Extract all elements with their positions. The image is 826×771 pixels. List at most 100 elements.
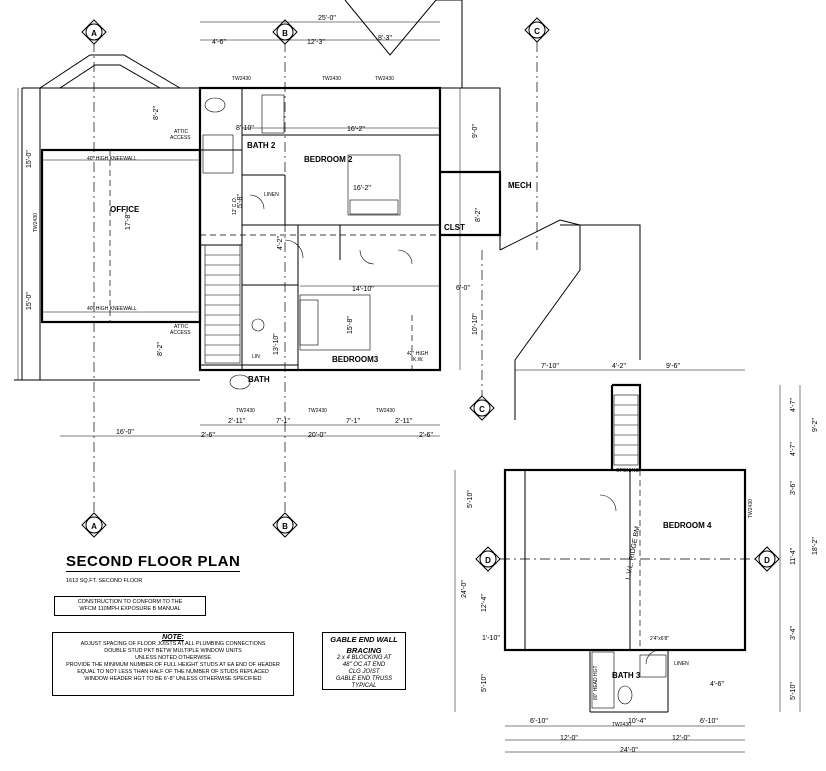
note-line: EQUAL TO NOT LESS THAN HALF OF THE NUMBE…	[77, 669, 269, 675]
dimension: 4'-6"	[212, 39, 226, 46]
gable-line: 48" OC AT END	[342, 662, 386, 668]
dimension: 6'-10"	[530, 718, 548, 725]
dimension: 15'-8"	[347, 316, 354, 334]
construction-note-line: WFCM 110MPH EXPOSURE B MANUAL	[79, 606, 181, 612]
dimension: 9'-6"	[666, 363, 680, 370]
dimension: 24'-0"	[461, 580, 468, 598]
dimension: 8'-2"	[475, 208, 482, 222]
annex-walls	[454, 369, 801, 753]
gable-heading: BRACING	[346, 646, 382, 655]
dimension: 13'-10"	[273, 333, 280, 355]
grid-label: D	[485, 556, 491, 565]
grid-label: C	[479, 405, 485, 414]
general-notes-box: NOTE: ADJUST SPACING OF FLOOR JOISTS AT …	[52, 632, 294, 696]
note-line: ADJUST SPACING OF FLOOR JOISTS AT ALL PL…	[80, 641, 266, 647]
dimension: 3'-4"	[790, 626, 797, 640]
room-label-bedroom-4: BEDROOM 4	[663, 521, 712, 530]
grid-lines	[93, 42, 770, 560]
window-label: TW2430	[308, 408, 327, 414]
grid-marker-b-top: B	[272, 19, 298, 45]
note-line: WINDOW HEADER HGT TO BE 6'-8" UNLESS OTH…	[84, 676, 262, 682]
dimension: 8'-10"	[236, 125, 254, 132]
dimension: 8'-2"	[153, 106, 160, 120]
dimension: 12'-3"	[307, 39, 325, 46]
room-label-bath: BATH	[248, 375, 270, 384]
room-label-lin: LIN	[252, 354, 260, 360]
grid-marker-a-top: A	[81, 19, 107, 45]
dimension: 4'-7"	[790, 398, 797, 412]
dimension: 5'-8"	[237, 194, 244, 208]
high-label: 42" HIGH	[407, 351, 429, 357]
dimension: 25'-0"	[318, 15, 336, 22]
grid-marker-d-left: D	[475, 546, 501, 572]
room-label-mech: MECH	[508, 181, 532, 190]
grid-marker-b-bottom: B	[272, 512, 298, 538]
dimension: 3'-6"	[790, 481, 797, 495]
dimension: 1'-10"	[482, 635, 500, 642]
dimension: 2'-6"	[201, 432, 215, 439]
grid-label: B	[282, 29, 288, 38]
dimension-lines	[17, 21, 461, 437]
dimension: 2'-11"	[228, 418, 246, 425]
dimension: 14'-10"	[352, 286, 374, 293]
grid-label: D	[764, 556, 770, 565]
dimension: 5'-10"	[481, 674, 488, 692]
attic-access-label: ACCESS	[170, 330, 191, 336]
room-label-bath-2: BATH 2	[247, 141, 276, 150]
dimension: 17'-8"	[125, 212, 132, 230]
note-line: PROVIDE THE MINIMUM NUMBER OF FULL HEIGH…	[66, 662, 280, 668]
room-label-bedroom-2: BEDROOM 2	[304, 155, 353, 164]
grid-marker-c-mid: C	[469, 395, 495, 421]
dimension: 2'-11"	[395, 418, 413, 425]
gable-heading: GABLE END WALL	[330, 635, 398, 644]
dimension: 16'-0"	[116, 429, 134, 436]
attic-access-label: ATTIC	[174, 129, 188, 135]
gable-line: 2 x 4 BLOCKING AT	[336, 655, 392, 661]
attic-access-label: ATTIC	[174, 324, 188, 330]
window-label: TW2430	[376, 408, 395, 414]
room-label-linen-4: LINEN	[674, 661, 689, 667]
dimension: 12'-0"	[560, 735, 578, 742]
gable-line: CLG JOIST	[348, 669, 380, 675]
drawing-title: SECOND FLOOR PLAN	[66, 553, 241, 572]
dimension: 15'-0"	[26, 150, 33, 168]
kneewall-label: 40" HIGH KNEEWALL	[87, 156, 137, 162]
main-floor-walls	[40, 86, 502, 390]
dimension: 20'-0"	[308, 432, 326, 439]
dimension: 7'-10"	[541, 363, 559, 370]
note-line: UNLESS NOTED OTHERWISE	[135, 655, 211, 661]
dimension: 6'-10"	[700, 718, 718, 725]
dimension: 11'-4"	[790, 547, 797, 565]
room-label-bedroom-3: BEDROOM3	[332, 355, 379, 364]
dimension: 7'-1"	[276, 418, 290, 425]
room-label-linen: LINEN	[264, 192, 279, 198]
dimension: 9'-2"	[812, 418, 819, 432]
dimension: 7'-1"	[346, 418, 360, 425]
attic-access-label: ACCESS	[170, 135, 191, 141]
grid-label: A	[91, 29, 97, 38]
window-label: TW2430	[612, 722, 631, 728]
window-label: TW2430	[236, 408, 255, 414]
dimension: 5'-10"	[790, 682, 797, 700]
notes-heading: NOTE:	[162, 634, 184, 641]
opening-label: OPENING	[616, 468, 639, 474]
ridge-beam-label: L.V.L. RIDGE BM	[625, 526, 641, 581]
dimension: 24'-0"	[620, 747, 638, 754]
window-label: TW2430	[322, 76, 341, 82]
dimension: 4'-2"	[612, 363, 626, 370]
ceiling-label: 12' C.O.	[232, 197, 238, 215]
dimension: 12'-4"	[481, 594, 488, 612]
window-label: TW2430	[33, 213, 39, 232]
door-label: 2'4"x6'8"	[650, 636, 669, 642]
construction-note-line: CONSTRUCTION TO CONFORM TO THE	[77, 599, 183, 605]
dimension: 18'-2"	[812, 537, 819, 555]
gable-line: TYPICAL	[351, 683, 377, 689]
construction-note: CONSTRUCTION TO CONFORM TO THE WFCM 110M…	[54, 596, 206, 616]
window-label: TW2430	[232, 76, 251, 82]
dimension: 8'-3"	[378, 35, 392, 42]
grid-marker-c-top: C	[524, 17, 550, 43]
grid-marker-d-right: D	[754, 546, 780, 572]
grid-label: B	[282, 522, 288, 531]
window-label: TW2430	[375, 76, 394, 82]
kneewall-label: 40" HIGH KNEEWALL	[87, 306, 137, 312]
